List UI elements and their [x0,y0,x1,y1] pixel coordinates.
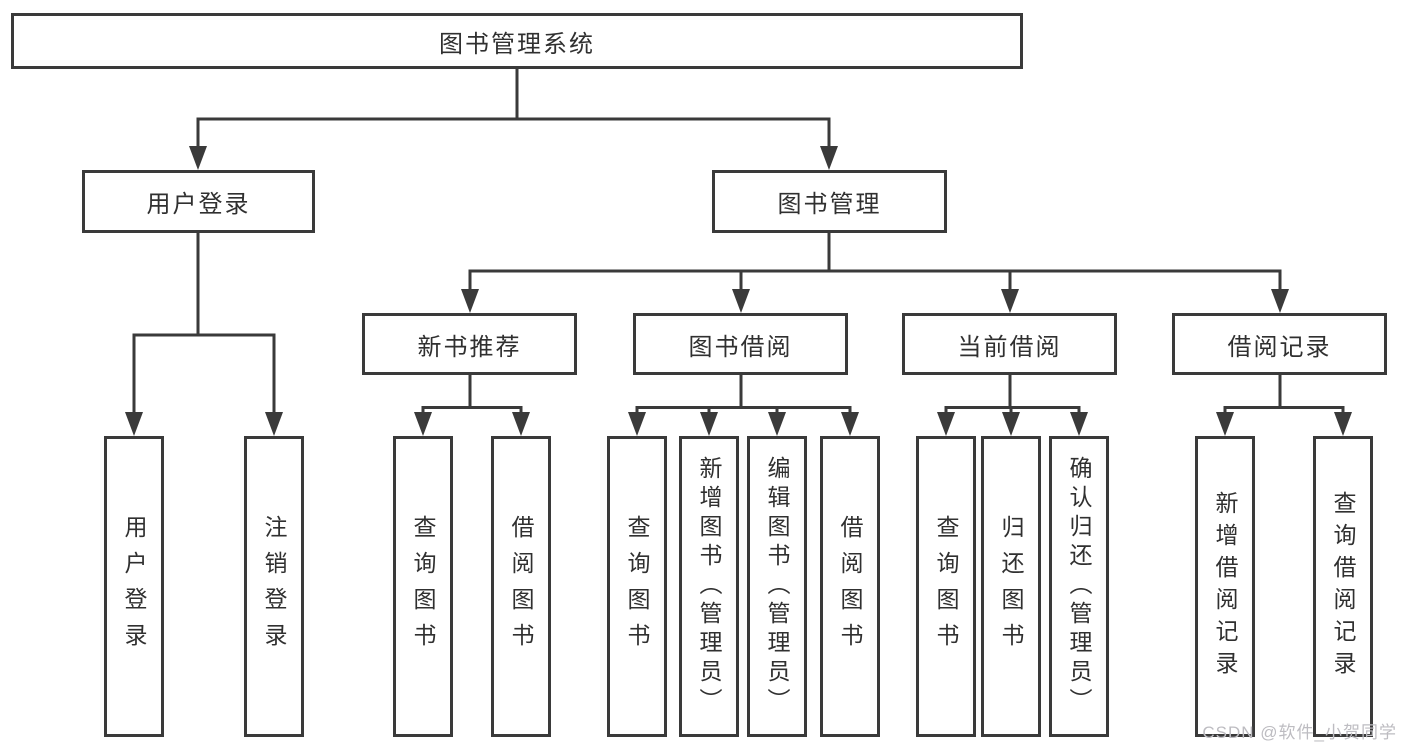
leaf-label: 查询图书 [933,514,959,659]
node-book-management: 图书管理 [712,170,947,233]
leaf-label: 新增借阅记录 [1212,490,1238,683]
leaf-label: 编辑图书（管理员） [764,456,790,717]
leaf-query-books: 查询图书 [607,436,667,737]
leaf-label: 查询借阅记录 [1330,490,1356,683]
node-user-login: 用户登录 [82,170,315,233]
leaf-confirm-return-admin: 确认归还（管理员） [1049,436,1109,737]
leaf-add-borrow-record: 新增借阅记录 [1195,436,1255,737]
leaf-label: 归还图书 [998,514,1024,659]
node-label: 用户登录 [146,191,251,218]
leaf-edit-books-admin: 编辑图书（管理员） [747,436,807,737]
leaf-query-borrow-record: 查询借阅记录 [1313,436,1373,737]
leaf-logout: 注销登录 [244,436,304,737]
leaf-label: 用户登录 [121,514,147,659]
node-label: 新书推荐 [417,333,522,361]
leaf-return-books: 归还图书 [981,436,1041,737]
leaf-borrow-books: 借阅图书 [820,436,880,737]
node-borrow-records: 借阅记录 [1172,313,1387,375]
csdn-watermark: CSDN @软件_小贺同学 [1202,723,1397,742]
node-new-book-recommend: 新书推荐 [362,313,577,375]
node-label: 图书管理 [777,191,882,218]
leaf-add-books-admin: 新增图书（管理员） [679,436,739,737]
leaf-label: 借阅图书 [837,514,863,659]
leaf-borrow-books: 借阅图书 [491,436,551,737]
leaf-label: 借阅图书 [508,514,534,659]
node-current-borrow: 当前借阅 [902,313,1117,375]
leaf-label: 查询图书 [410,514,436,659]
leaf-label: 确认归还（管理员） [1066,456,1092,717]
node-label: 图书借阅 [688,333,793,361]
node-label: 当前借阅 [957,333,1062,361]
leaf-label: 查询图书 [624,514,650,659]
node-label: 借阅记录 [1227,333,1332,361]
leaf-user-login: 用户登录 [104,436,164,737]
leaf-label: 注销登录 [261,514,287,659]
node-system-root: 图书管理系统 [11,13,1023,69]
node-book-borrow: 图书借阅 [633,313,848,375]
leaf-query-books: 查询图书 [916,436,976,737]
leaf-query-books: 查询图书 [393,436,453,737]
leaf-label: 新增图书（管理员） [696,456,722,717]
node-label: 图书管理系统 [439,30,595,58]
